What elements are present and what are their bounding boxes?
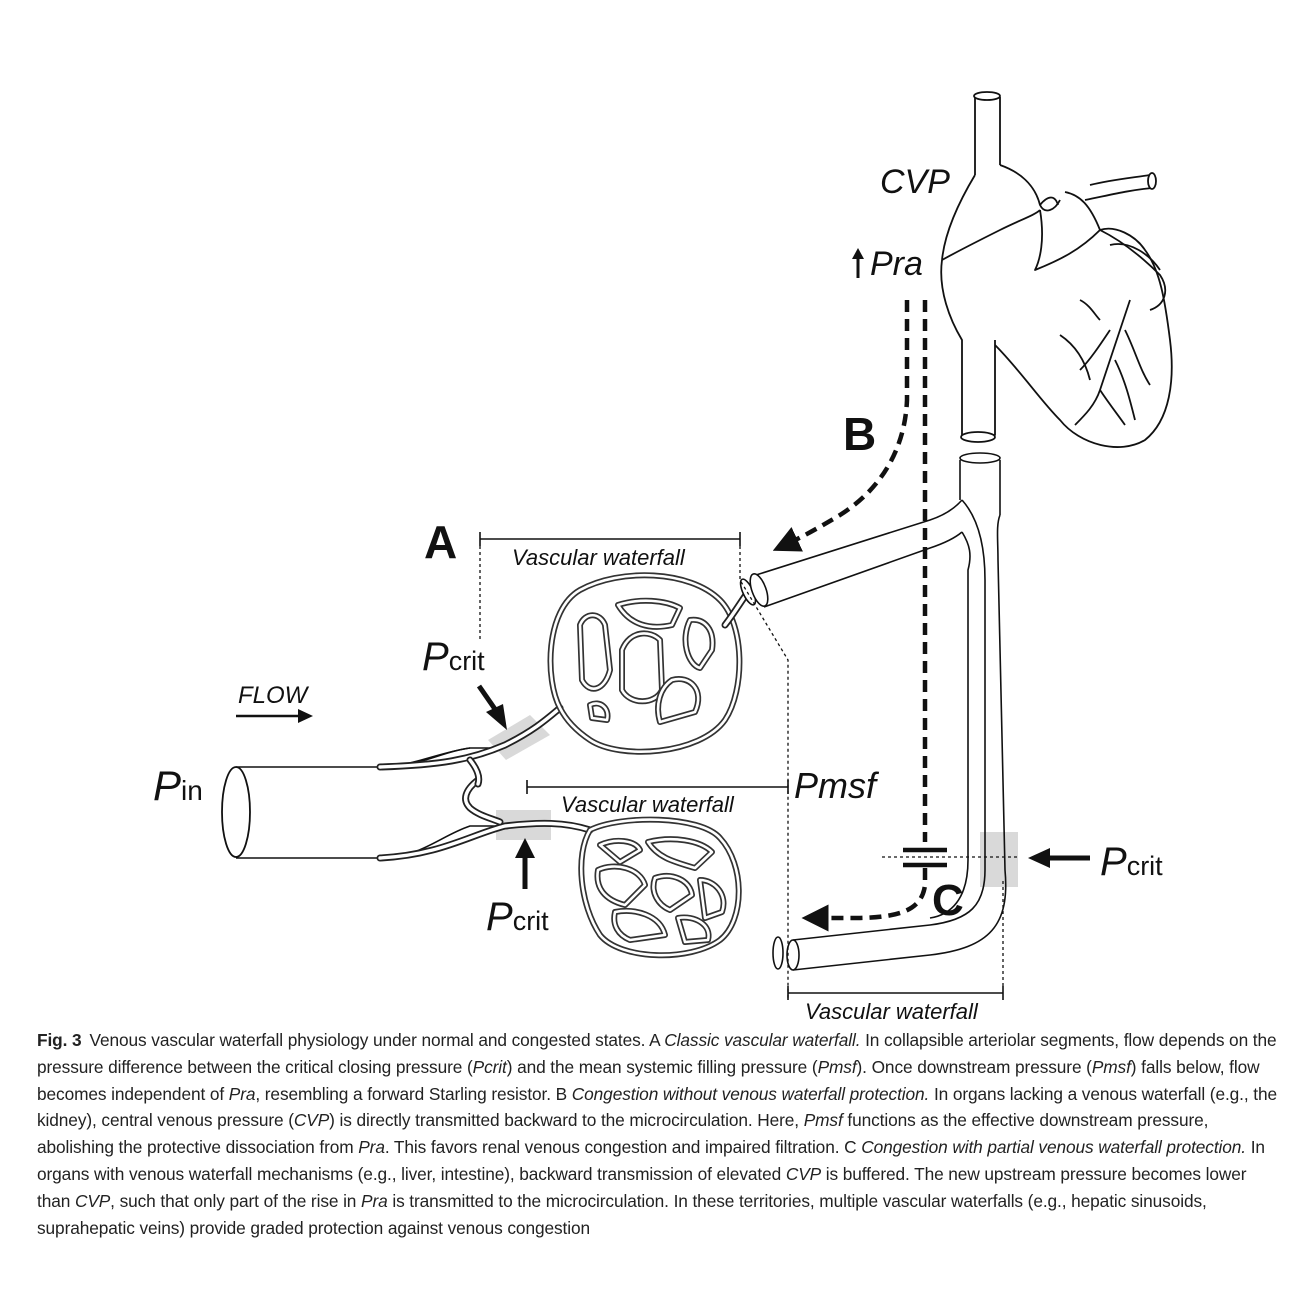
p-in-sub: in <box>181 775 203 806</box>
waterfall-bracket-a <box>479 532 789 1000</box>
panel-label-c: C <box>932 876 964 925</box>
caption-segment: Classic vascular waterfall. <box>664 1030 861 1050</box>
branch-vessels <box>376 704 594 862</box>
inflow-vessel <box>221 747 500 859</box>
caption-segment: functions as the effective downstream pr… <box>37 1110 1209 1158</box>
vascular-waterfall-label-bottom: Vascular waterfall <box>805 999 979 1020</box>
waterfall-diagram: A B C CVP Pra FLOW Pin Pcrit Pcrit Pcrit… <box>153 91 1173 1020</box>
caption-segment: Pra <box>228 1083 256 1104</box>
heart-illustration <box>940 91 1173 448</box>
caption-segment: CVP <box>74 1190 111 1211</box>
pcrit-arrow-upper <box>476 684 507 730</box>
caption-segment: , such that only part of the rise in <box>110 1190 362 1211</box>
panel-label-a: A <box>424 516 457 568</box>
caption-segment: ) and the mean systemic filling pressure… <box>506 1056 818 1077</box>
congestion-path-c-lower <box>801 868 928 932</box>
pcrit-label-right: Pcrit <box>1100 840 1163 884</box>
caption-segment: Pra <box>361 1190 388 1211</box>
caption-segment: CVP <box>293 1110 330 1131</box>
caption-segment: , resembling a forward Starling resistor… <box>255 1083 572 1104</box>
caption-segment: In organs lacking a venous waterfall (e.… <box>37 1083 1277 1131</box>
pra-label: Pra <box>870 245 923 283</box>
caption-segment: Congestion without venous waterfall prot… <box>571 1083 930 1104</box>
lower-capillary-bed <box>578 816 742 959</box>
caption-segment: Pmsf <box>817 1056 857 1077</box>
caption-segment: Pmsf <box>803 1110 843 1131</box>
pcrit-label-upper: Pcrit <box>422 635 485 679</box>
waterfall-bracket-c <box>787 880 1004 1000</box>
inflow-vessel-mouth <box>221 766 251 858</box>
upper-venule-mouth <box>749 573 769 607</box>
caption-body: Venous vascular waterfall physiology und… <box>37 1030 1277 1238</box>
caption-segment: is transmitted to the microcirculation. … <box>37 1190 1207 1238</box>
caption-segment: Venous vascular waterfall physiology und… <box>89 1030 665 1050</box>
vascular-waterfall-label-middle: Vascular waterfall <box>561 792 735 817</box>
pmsf-label: Pmsf <box>794 765 880 806</box>
caption-segment: In organs with venous waterfall mechanis… <box>37 1137 1265 1184</box>
upper-outflow-vessel <box>721 499 963 629</box>
caption-segment: Pcrit <box>472 1056 507 1077</box>
caption-segment: is buffered. The new upstream pressure b… <box>37 1163 1247 1211</box>
pcrit-right-sub: crit <box>1127 851 1163 881</box>
pra-up-arrow-icon <box>852 248 864 278</box>
p-in-main: P <box>153 762 181 809</box>
lower-outflow-vessel <box>772 452 1007 971</box>
pcrit-arrow-right <box>1028 848 1090 868</box>
upper-capillary-bed <box>547 572 743 755</box>
pcrit-zone-right <box>980 832 1018 887</box>
caption-segment: ). Once downstream pressure ( <box>856 1056 1092 1077</box>
cvp-label: CVP <box>880 163 950 201</box>
ivc-mouth <box>959 452 1001 464</box>
pcrit-label-lower: Pcrit <box>486 895 549 939</box>
pcrit-upper-main: P <box>422 635 449 679</box>
caption-segment: Pmsf <box>1091 1056 1131 1077</box>
pcrit-arrow-lower <box>515 838 535 889</box>
waterfall-bracket-middle <box>526 780 789 794</box>
figure-number: Fig. 3 <box>37 1030 82 1050</box>
caption-segment: Pra <box>358 1137 385 1158</box>
flow-label: FLOW <box>238 682 310 709</box>
congestion-path-b <box>772 300 910 552</box>
pcrit-upper-sub: crit <box>449 646 485 676</box>
pcrit-right-main: P <box>1100 840 1127 884</box>
lower-venule-mouth <box>786 939 800 971</box>
caption-segment: Congestion with partial venous waterfall… <box>861 1137 1247 1158</box>
panel-label-b: B <box>843 408 876 460</box>
flow-arrow <box>236 709 313 723</box>
vascular-waterfall-label-top: Vascular waterfall <box>512 545 686 570</box>
caption-segment: In collapsible arteriolar segments, flow… <box>37 1030 1277 1077</box>
caption-segment: . This favors renal venous congestion an… <box>384 1137 862 1158</box>
pcrit-lower-main: P <box>486 895 513 939</box>
caption-segment: CVP <box>785 1163 822 1184</box>
figure-caption: Fig. 3 Venous vascular waterfall physiolo… <box>37 1027 1277 1241</box>
pcrit-lower-sub: crit <box>513 906 549 936</box>
caption-segment: ) is directly transmitted backward to th… <box>329 1110 804 1131</box>
caption-segment: ) falls below, flow becomes independent … <box>37 1056 1260 1104</box>
p-in-label: Pin <box>153 762 203 809</box>
